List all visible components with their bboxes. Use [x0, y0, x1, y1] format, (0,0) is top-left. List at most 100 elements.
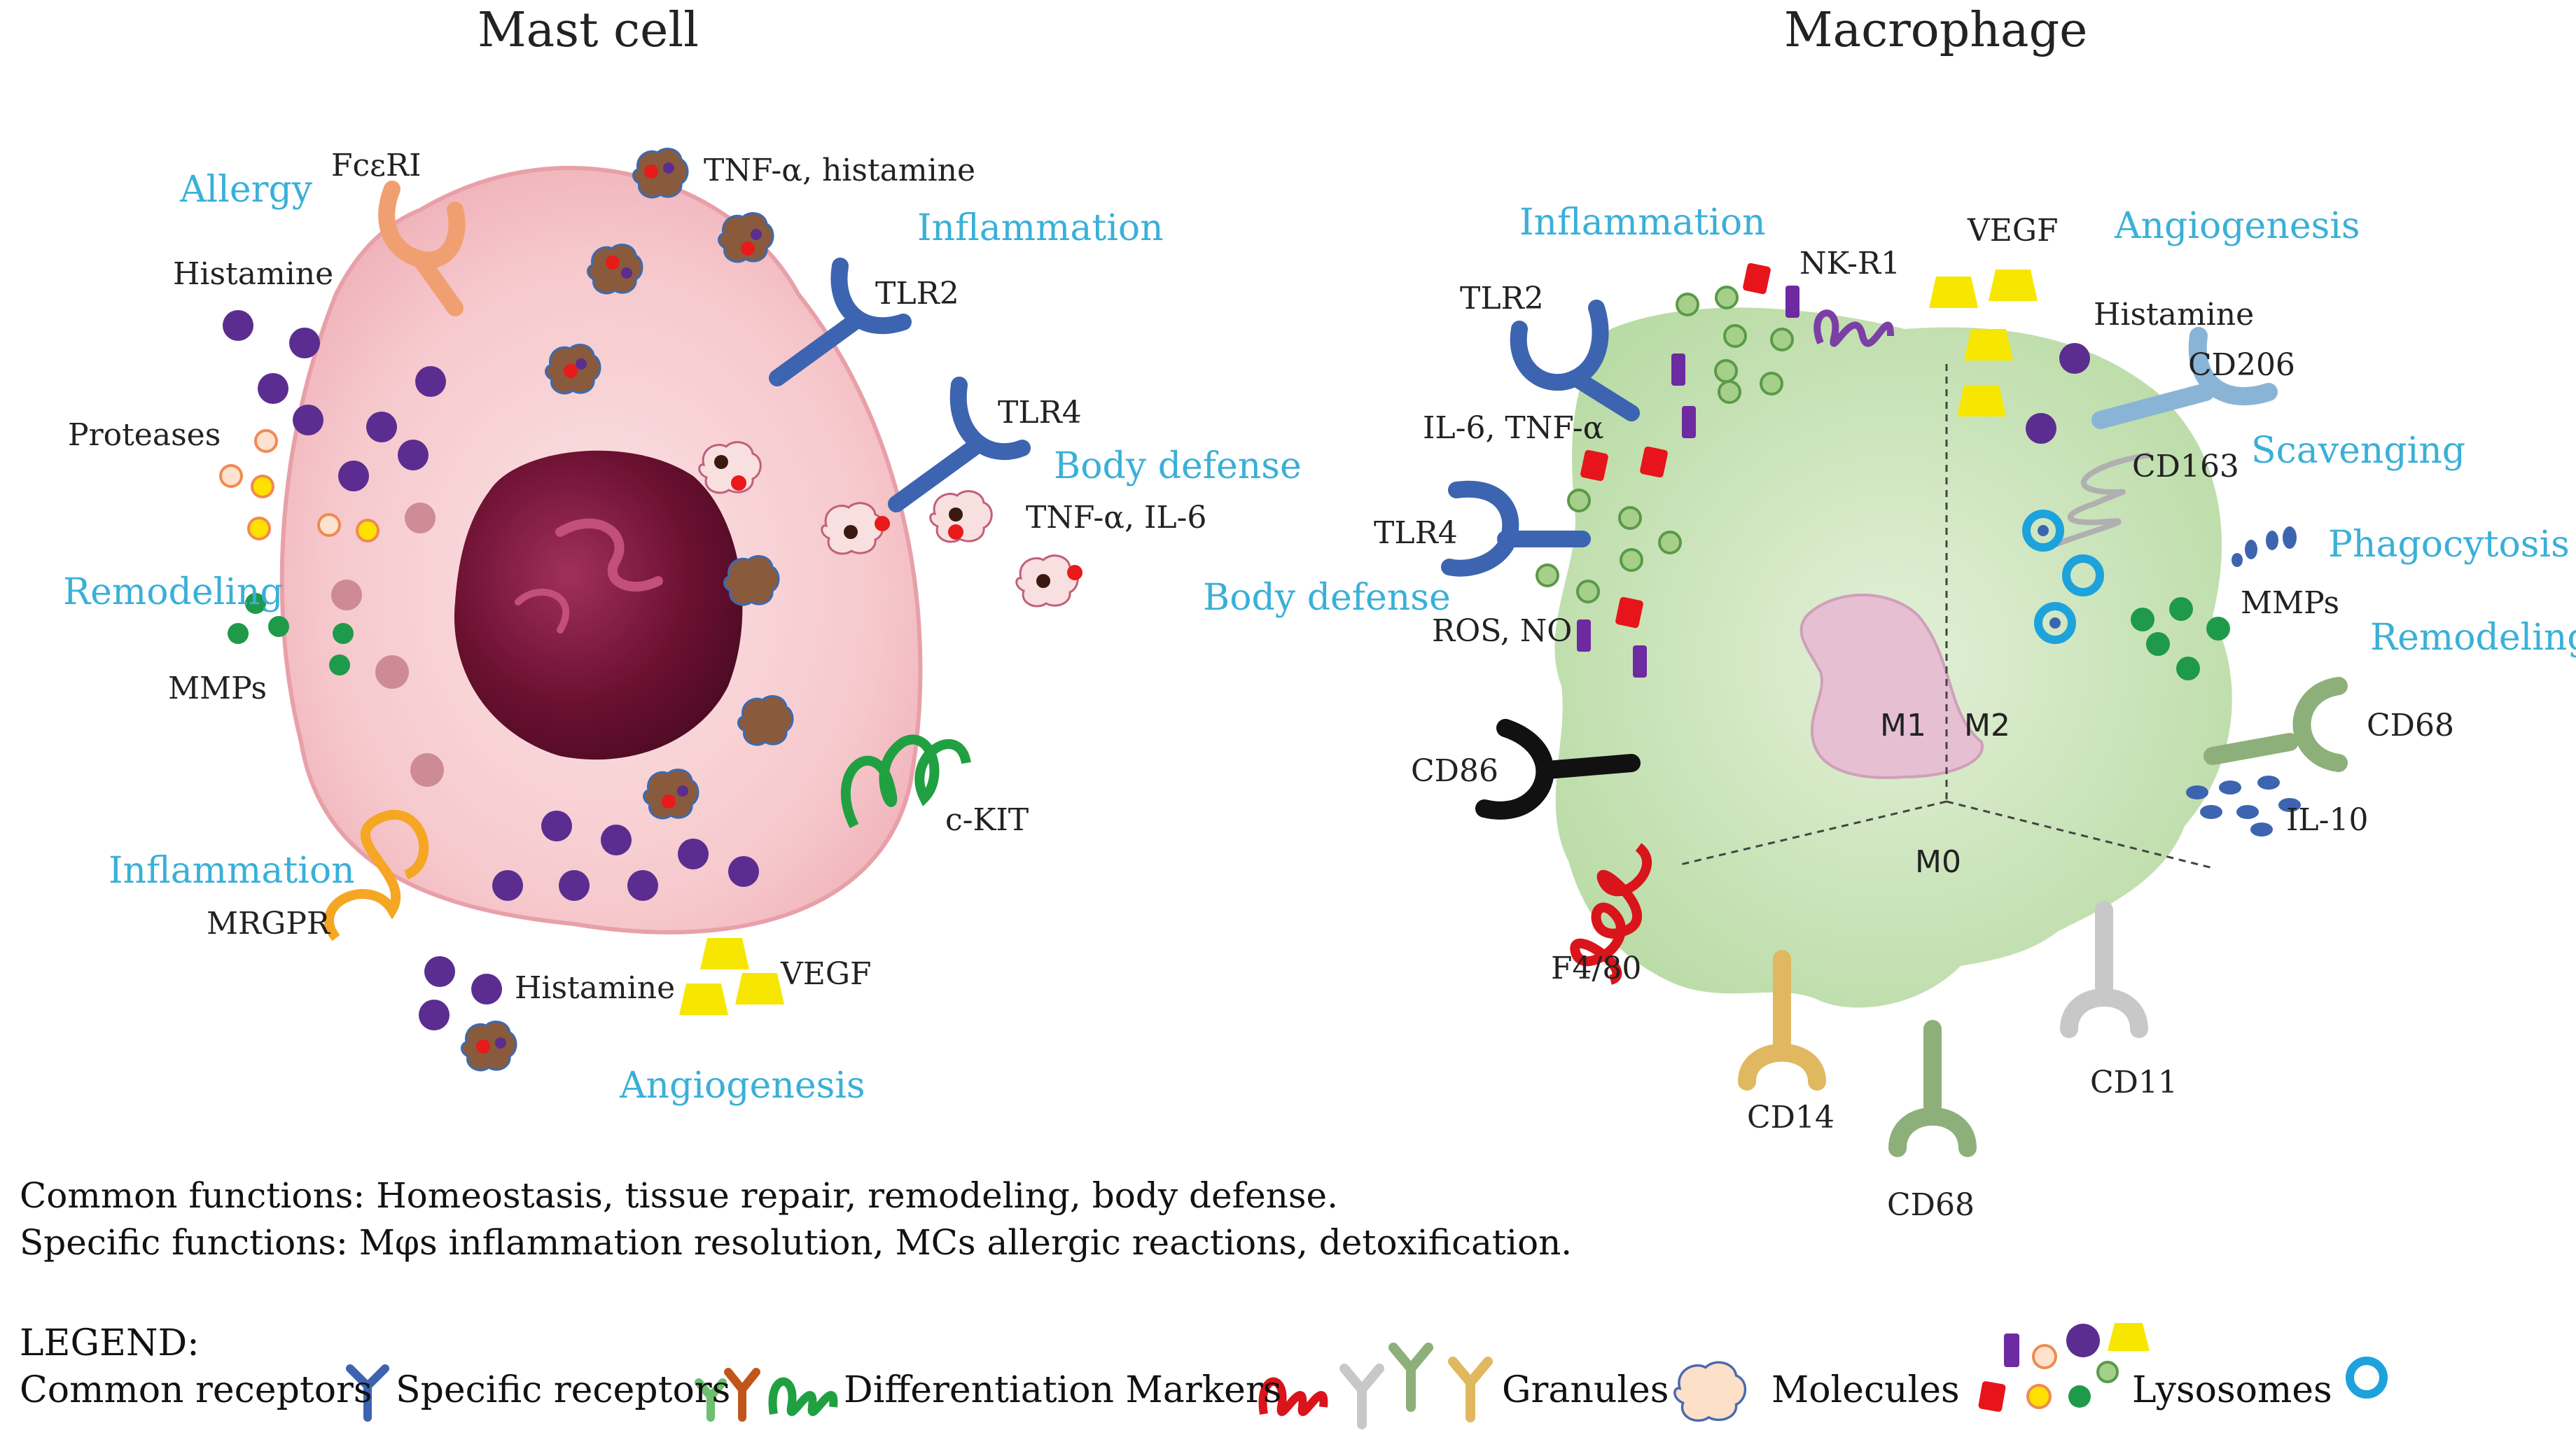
legend-molecules: Molecules — [1771, 1369, 1960, 1411]
macro-il10-label: IL-10 — [2286, 802, 2369, 838]
cd206-receptor-icon — [2091, 327, 2278, 429]
mast-nucleus — [454, 450, 743, 760]
cd68-bottom-receptor-icon — [1888, 1020, 1977, 1157]
mast-histamine-granules — [223, 310, 446, 491]
mast-angiogenesis-label: Angiogenesis — [620, 1065, 865, 1107]
macrophage-cell — [1554, 307, 2232, 1008]
cd86-receptor-icon — [1475, 719, 1641, 820]
macro-histamine-label: Histamine — [2094, 297, 2255, 332]
macro-vegf-icons — [1929, 270, 2038, 416]
f480-marker-icon — [1570, 843, 1652, 985]
mast-histamine-bottom-label: Histamine — [515, 970, 676, 1006]
macro-lysosome-cores — [2038, 525, 2061, 629]
mast-molecule-dots — [714, 455, 1082, 588]
macro-tlr4-label: TLR4 — [1374, 515, 1458, 551]
macro-il6-tnf-label: IL-6, TNF-α — [1423, 410, 1604, 446]
macro-m0-label: M0 — [1915, 844, 1961, 880]
macro-f480-label: F4/80 — [1551, 951, 1642, 986]
macro-mmps-granules — [2131, 597, 2230, 680]
mast-internal-vesicles — [331, 503, 444, 787]
macro-tlr4-receptor-icon — [1441, 480, 1591, 577]
mast-bottom-histamine-granules — [419, 811, 759, 1030]
mast-vegf-icons — [679, 938, 784, 1015]
macro-histamine-granules — [2026, 343, 2090, 444]
mast-tlr4-receptor-icon — [888, 377, 1031, 512]
legend-heading: LEGEND: — [20, 1322, 200, 1364]
legend-granules: Granules — [1502, 1369, 1669, 1411]
mrgpr-marker-icon — [324, 809, 429, 941]
legend-lysosomes: Lysosomes — [2132, 1369, 2332, 1411]
macro-ros-no-label: ROS, NO — [1432, 613, 1573, 649]
legend-granule-icon — [1673, 1361, 1747, 1422]
macro-remodeling-label: Remodeling — [2370, 617, 2576, 659]
legend-common-receptors: Common receptors — [20, 1369, 373, 1411]
macro-cd163-label: CD163 — [2132, 449, 2239, 484]
cd68-right-receptor-icon — [2203, 677, 2348, 772]
legend-f480-marker-icon — [1258, 1377, 1328, 1416]
macro-m1-label: M1 — [1880, 708, 1926, 743]
mast-histamine-top-label: Histamine — [173, 256, 334, 292]
mast-tlr2-receptor-icon — [769, 258, 912, 386]
macro-cd206-label: CD206 — [2188, 347, 2295, 383]
mast-cell-title: Mast cell — [478, 3, 699, 58]
mast-proteases-label: Proteases — [68, 417, 221, 453]
legend-lysosome-icon — [2346, 1357, 2388, 1399]
mast-mmps-granules — [228, 593, 354, 676]
macro-m2-label: M2 — [1964, 708, 2010, 743]
mast-mrgpr-label: MRGPR — [207, 906, 330, 941]
mast-inflammation-top-label: Inflammation — [917, 207, 1164, 249]
macro-phagocytosis-label: Phagocytosis — [2328, 524, 2570, 566]
macro-mmps-label: MMPs — [2241, 585, 2340, 621]
macro-scavenging-label: Scavenging — [2251, 430, 2466, 472]
macro-inflammation-label: Inflammation — [1519, 202, 1766, 244]
cd163-marker-icon — [2050, 452, 2150, 549]
mast-tlr2-label: TLR2 — [875, 276, 959, 312]
mast-inflammation-bottom-label: Inflammation — [109, 850, 355, 892]
macro-nkr1-label: NK-R1 — [1799, 246, 1901, 281]
mast-tnf-il6-label: TNF-α, IL-6 — [1026, 500, 1207, 536]
legend-marker-receptor-icons — [1339, 1343, 1493, 1429]
phagocytosis-dots — [2232, 526, 2297, 567]
macro-tlr2-receptor-icon — [1510, 300, 1640, 421]
macro-body-defense-label: Body defense — [1203, 577, 1451, 619]
macro-green-granules — [1536, 286, 1794, 603]
cd11-receptor-icon — [2060, 901, 2148, 1038]
common-functions-caption: Common functions: Homeostasis, tissue re… — [20, 1175, 1339, 1216]
mast-tlr4-label: TLR4 — [998, 395, 1082, 430]
macro-purple-bar-icons — [1577, 286, 1799, 678]
macro-tlr2-label: TLR2 — [1460, 281, 1544, 316]
macro-cd68-bottom-label: CD68 — [1887, 1187, 1975, 1223]
fceri-receptor-icon — [378, 181, 466, 316]
legend-specific-receptor-icon — [695, 1368, 760, 1422]
mast-tnf-histamine-label: TNF-α, histamine — [704, 153, 976, 188]
mast-granule-dots — [476, 162, 762, 1054]
macrophage-nucleus — [1799, 594, 1984, 779]
macro-cd11-label: CD11 — [2090, 1065, 2178, 1100]
mast-allergy-label: Allergy — [180, 169, 313, 211]
macro-lysosome-icons — [2022, 510, 2104, 644]
macro-cd68-right-label: CD68 — [2367, 708, 2454, 743]
nkr1-marker-icon — [1813, 309, 1894, 347]
macro-cd14-label: CD14 — [1747, 1100, 1834, 1135]
legend-molecule-icons — [1978, 1323, 2150, 1412]
proteases-granules — [219, 429, 380, 542]
il10-dots — [2186, 776, 2301, 836]
macro-angiogenesis-label: Angiogenesis — [2115, 205, 2360, 247]
mast-mmps-label: MMPs — [168, 671, 267, 706]
mast-remodeling-label: Remodeling — [63, 571, 284, 613]
specific-functions-caption: Specific functions: Mφs inflammation res… — [20, 1222, 1573, 1263]
legend-differentiation-marker-icon — [768, 1377, 838, 1416]
mast-ckit-label: c-KIT — [945, 802, 1029, 838]
macro-ros-red-icons — [1580, 262, 1771, 629]
macro-cd86-label: CD86 — [1411, 753, 1498, 789]
macrophage-title: Macrophage — [1784, 3, 2088, 58]
mast-vegf-label: VEGF — [781, 956, 872, 992]
mast-body-defense-label: Body defense — [1054, 445, 1302, 487]
cd14-receptor-icon — [1738, 950, 1826, 1091]
ckit-marker-icon — [841, 734, 971, 829]
mast-fceri-label: FcεRI — [331, 148, 422, 183]
macro-vegf-label: VEGF — [1968, 213, 2059, 248]
legend-common-receptor-icon — [346, 1364, 389, 1422]
